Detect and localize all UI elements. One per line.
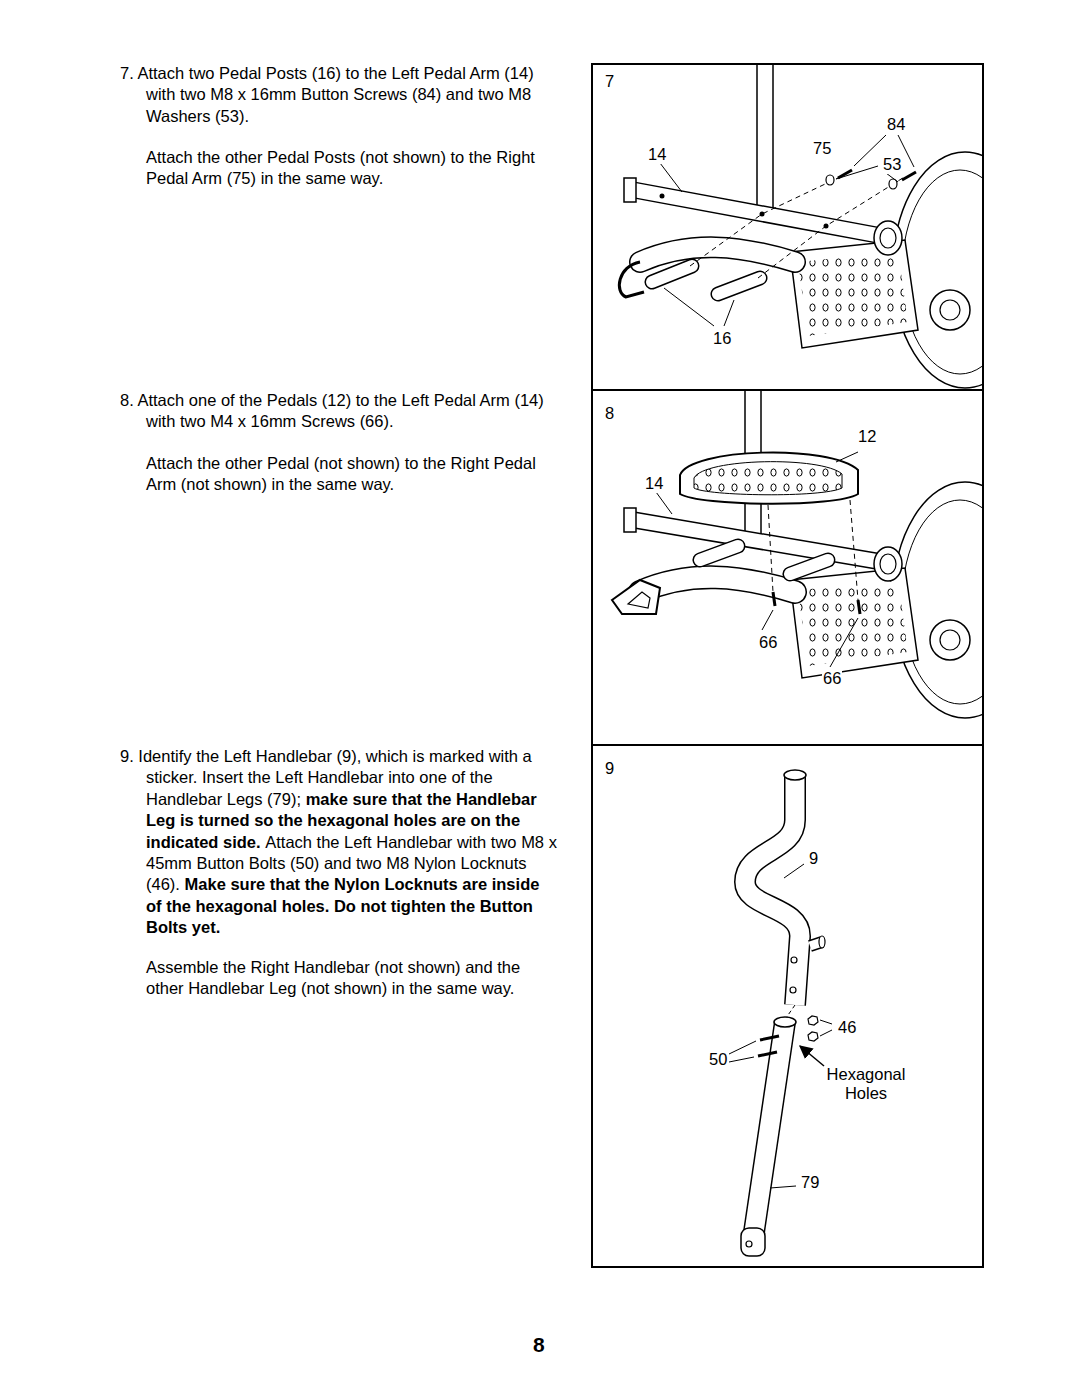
instruction-text: 7. Attach two Pedal Posts (16) to the Le…: [120, 64, 534, 125]
instruction-text: Attach the other Pedal Posts (not shown)…: [146, 148, 535, 187]
callout-number: 79: [800, 1173, 820, 1192]
callout-number: 53: [882, 155, 902, 174]
callout-number: Hexagonal Holes: [817, 1065, 915, 1103]
pedal-figure: [612, 391, 983, 718]
instruction-paragraph: Assemble the Right Handlebar (not shown)…: [146, 957, 558, 1000]
step-panel: 8 12 14 66 66: [591, 389, 984, 746]
step-number: 7: [604, 72, 615, 91]
instruction-paragraph: 8. Attach one of the Pedals (12) to the …: [120, 390, 558, 433]
instruction-paragraph: 9. Identify the Left Handlebar (9), whic…: [120, 746, 558, 939]
callout-number: 14: [644, 474, 664, 493]
callout-number: 66: [758, 633, 778, 652]
step-number: 9: [604, 759, 615, 778]
step-panel: 9 9 46 50Hexagonal Holes 79: [591, 744, 984, 1268]
callout-number: 14: [647, 145, 667, 164]
instruction-text: 8. Attach one of the Pedals (12) to the …: [120, 391, 544, 430]
handlebar-figure: [729, 770, 832, 1256]
pedal-post-figure: [619, 64, 983, 388]
callout-number: 12: [857, 427, 877, 446]
callout-number: 50: [708, 1050, 728, 1069]
step-number: 8: [604, 404, 615, 423]
callout-number: 9: [808, 849, 819, 868]
step-panel: 7 84 75 14 53 16: [591, 63, 984, 391]
page-number: 8: [533, 1333, 545, 1357]
callout-number: 46: [837, 1018, 857, 1037]
instruction-text: Make sure that the Nylon Locknuts are in…: [146, 875, 539, 936]
callout-number: 84: [886, 115, 906, 134]
instruction-paragraph: 7. Attach two Pedal Posts (16) to the Le…: [120, 63, 558, 127]
callout-number: 66: [822, 669, 842, 688]
instruction-text: Assemble the Right Handlebar (not shown)…: [146, 958, 520, 997]
instruction-paragraph: Attach the other Pedal Posts (not shown)…: [146, 147, 558, 190]
instruction-text: Attach the other Pedal (not shown) to th…: [146, 454, 536, 493]
callout-number: 16: [712, 329, 732, 348]
instruction-paragraph: Attach the other Pedal (not shown) to th…: [146, 453, 558, 496]
callout-number: 75: [812, 139, 832, 158]
